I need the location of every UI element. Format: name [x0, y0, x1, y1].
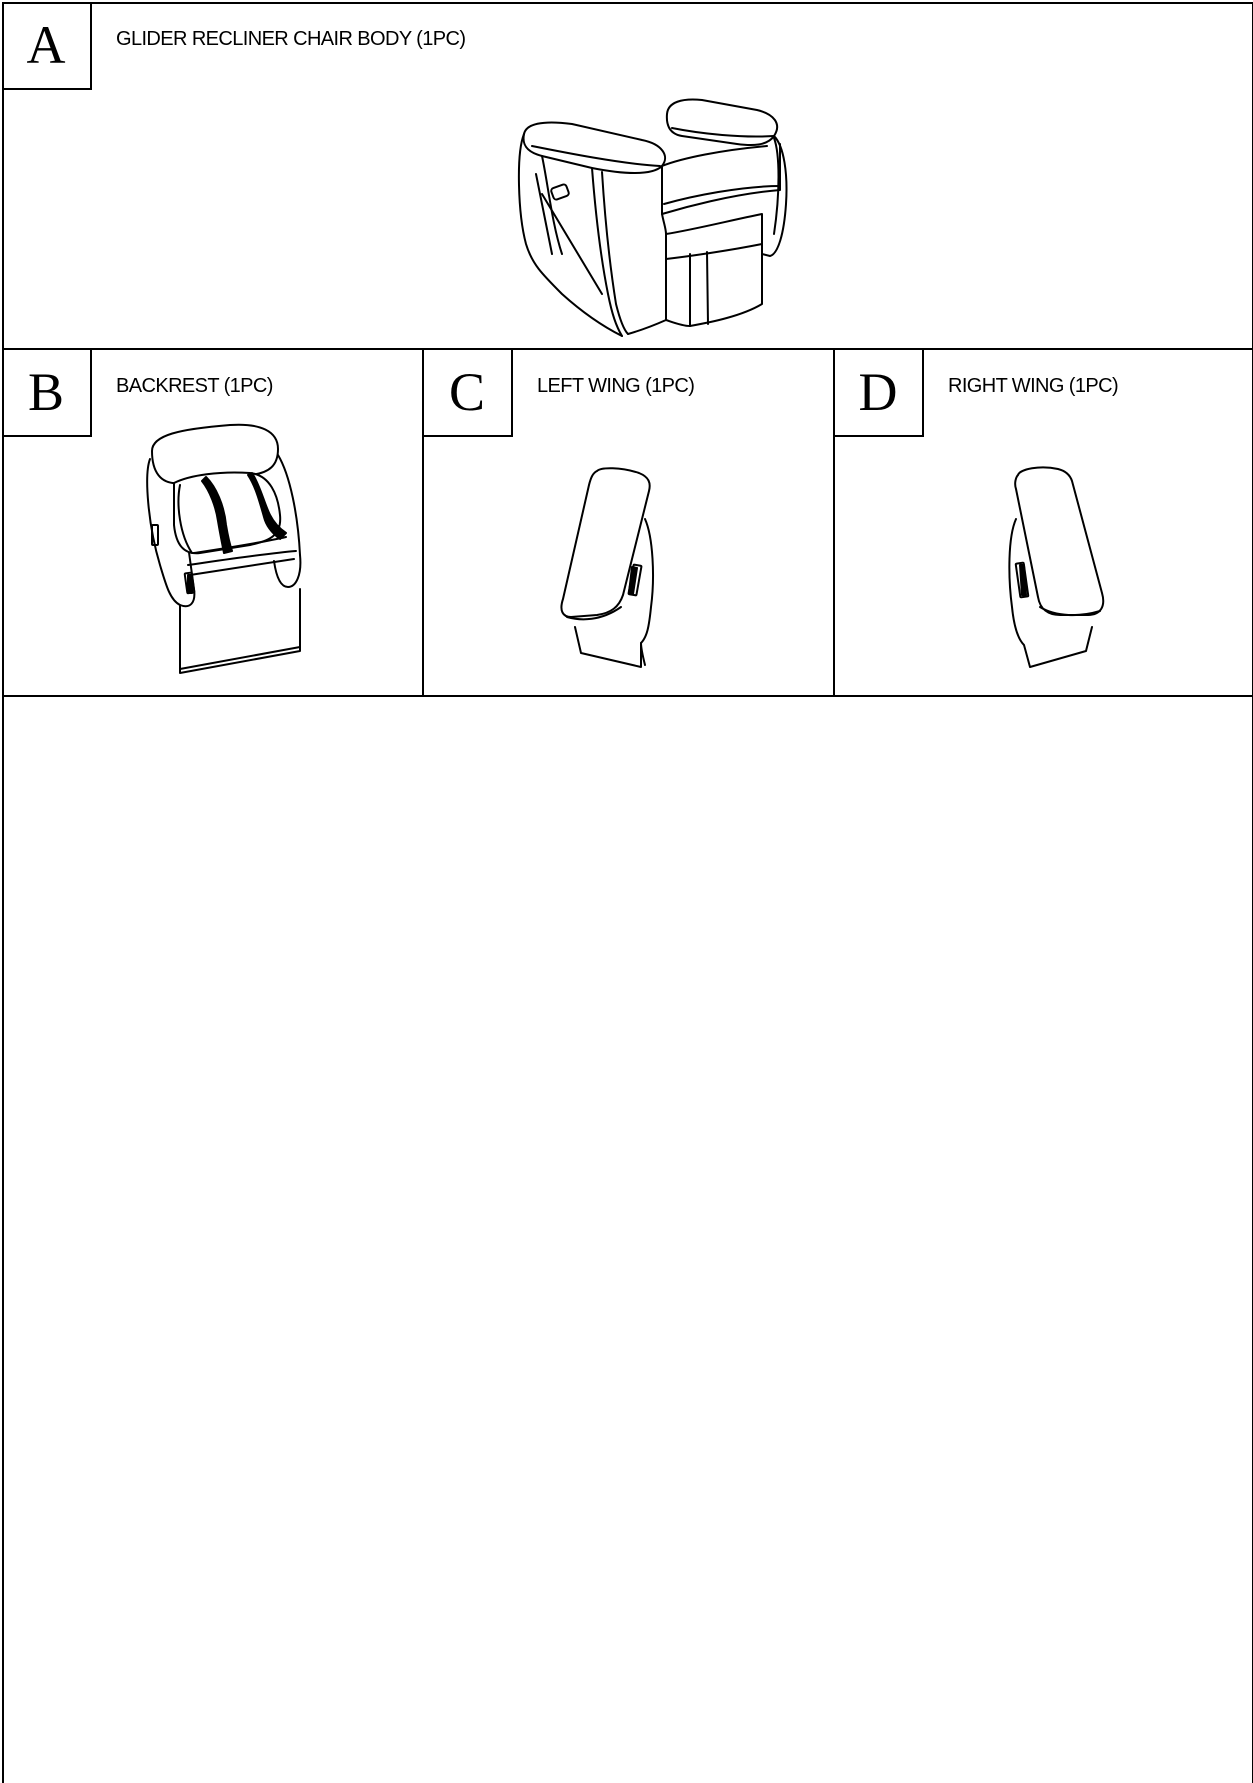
left-wing-drawing — [561, 467, 671, 667]
part-label: LEFT WING (1PC) — [537, 375, 694, 398]
part-label: RIGHT WING (1PC) — [948, 375, 1118, 398]
part-label: GLIDER RECLINER CHAIR BODY (1PC) — [116, 28, 465, 51]
part-panel-b: B BACKREST (1PC) — [2, 349, 424, 697]
part-panel-a: A GLIDER RECLINER CHAIR BODY (1PC) — [2, 2, 1253, 350]
part-label: BACKREST (1PC) — [116, 375, 273, 398]
part-letter: C — [423, 349, 513, 437]
part-panel-c: C LEFT WING (1PC) — [423, 349, 835, 697]
part-letter: A — [2, 2, 92, 90]
part-letter: D — [834, 349, 924, 437]
recliner-chair-body-drawing — [512, 94, 832, 339]
part-letter: B — [2, 349, 92, 437]
right-wing-drawing — [1000, 467, 1110, 667]
part-panel-d: D RIGHT WING (1PC) — [834, 349, 1253, 697]
backrest-drawing — [140, 425, 320, 685]
